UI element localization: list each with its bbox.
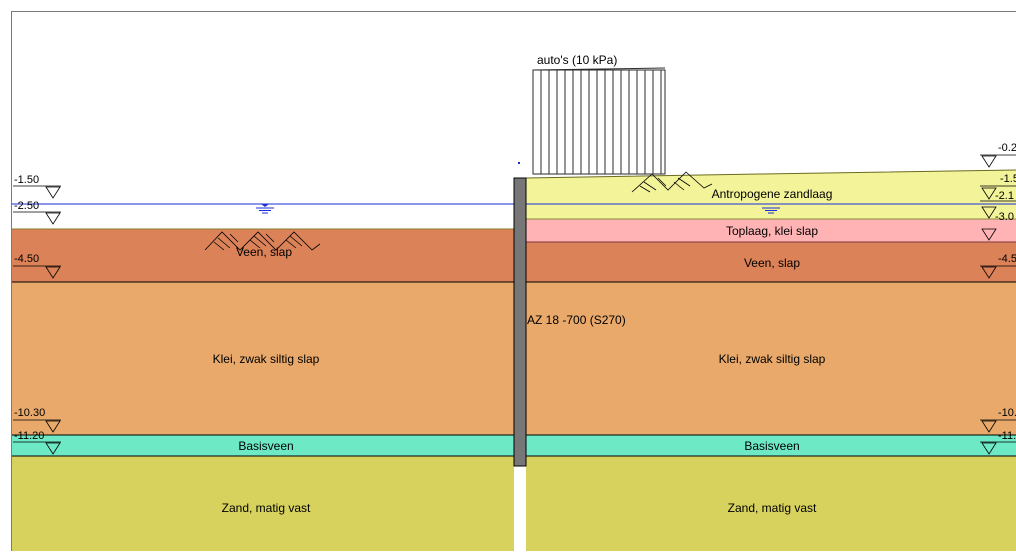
right-label-basisveen: Basisveen: [744, 439, 799, 453]
right-layer-toplaag: [526, 219, 1016, 242]
right-surface-line: [525, 169, 1016, 179]
water-symbol-left: [256, 204, 274, 214]
surcharge-hatching: [540, 70, 662, 174]
right-label-veen: Veen, slap: [744, 256, 800, 270]
right-level-label: -0.2: [998, 142, 1016, 154]
right-layer-klei: [526, 282, 1016, 435]
right-layer-veen: [526, 242, 1016, 282]
left-label-basisveen: Basisveen: [238, 439, 293, 453]
right-layer-basisveen: [526, 435, 1016, 456]
right-level-markers: -0.2 -1.5 -2.1 -3.0 -4.5: [980, 142, 1016, 455]
left-level-label: -10.30: [14, 407, 45, 419]
right-level-label: -3.0: [995, 211, 1014, 223]
right-level-label: -10.: [998, 407, 1016, 419]
right-level-marker: -4.5: [980, 253, 1016, 279]
right-level-marker: -1.5: [980, 173, 1016, 187]
sheet-pile-top-marker: [518, 162, 520, 164]
right-level-marker: -10.: [980, 407, 1016, 433]
left-level-label: -11.20: [14, 430, 44, 442]
right-level-marker: -2.1: [980, 187, 1016, 202]
right-layer-antropogene: [526, 170, 1016, 219]
surcharge-label: auto's (10 kPa): [537, 53, 617, 67]
left-level-marker: -2.50: [13, 200, 61, 225]
hatch-left-veen: [204, 231, 321, 251]
hatch-right-antropogene: [631, 171, 713, 193]
layer-boundaries: [12, 169, 1016, 457]
right-label-zand: Zand, matig vast: [728, 501, 817, 515]
right-level-label: -2.1: [995, 190, 1014, 202]
sheet-pile-wall: [513, 177, 527, 467]
right-layer-zand: [526, 456, 1016, 551]
water-symbol-right: [762, 207, 780, 214]
right-level-marker: -11.: [980, 430, 1016, 455]
left-layer-klei: [12, 282, 514, 435]
left-layer-veen: [12, 229, 514, 282]
right-label-antropogene: Antropogene zandlaag: [712, 187, 833, 201]
left-label-zand: Zand, matig vast: [222, 501, 311, 515]
right-level-label: -4.5: [998, 253, 1016, 265]
left-level-label: -1.50: [14, 174, 39, 186]
left-level-marker: -11.20: [13, 430, 61, 455]
left-level-label: -4.50: [14, 253, 39, 265]
surcharge-load: [532, 67, 666, 175]
left-level-marker: -10.30: [13, 407, 61, 433]
right-level-marker: -3.0: [981, 206, 1014, 241]
left-level-label: -2.50: [14, 200, 39, 212]
right-level-label: -1.5: [1000, 173, 1016, 185]
right-level-marker: -0.2: [980, 142, 1016, 168]
right-label-toplaag: Toplaag, klei slap: [726, 224, 818, 238]
left-layer-zand: [12, 456, 514, 551]
right-label-klei: Klei, zwak siltig slap: [719, 352, 826, 366]
left-level-marker: -1.50: [13, 174, 61, 199]
sheet-pile-label: AZ 18 -700 (S270): [527, 313, 626, 327]
left-level-markers: -1.50 -2.50 -4.50 -10.30 -11.20: [13, 174, 61, 455]
left-label-klei: Klei, zwak siltig slap: [213, 352, 320, 366]
left-level-marker: -4.50: [13, 253, 61, 279]
left-label-veen: Veen, slap: [236, 245, 292, 259]
surcharge-outline: [532, 69, 666, 175]
right-level-label: -11.: [998, 430, 1016, 442]
left-layer-basisveen: [12, 435, 514, 456]
